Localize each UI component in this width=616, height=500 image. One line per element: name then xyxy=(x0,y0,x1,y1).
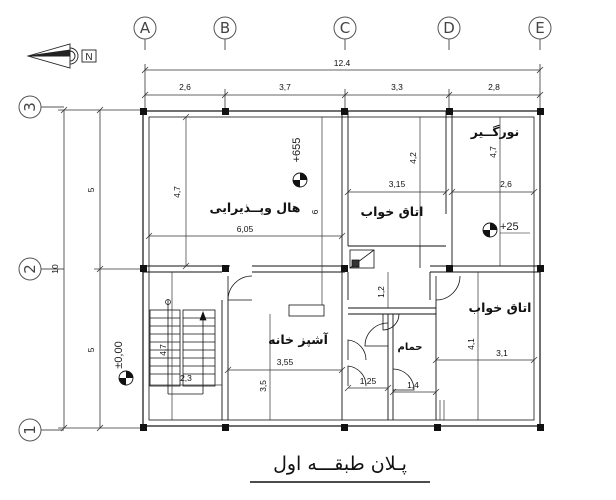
top-dimension-lines xyxy=(141,64,544,110)
overall-width-label: 12.4 xyxy=(334,58,351,68)
corridor-dim: 1,2 xyxy=(376,286,386,298)
room-label-bath: حمام xyxy=(398,342,423,353)
hall-width-dim: 6,05 xyxy=(237,224,254,234)
wall-6-dim: 6 xyxy=(310,209,320,214)
room-label-hall: هال وپــذیرایی xyxy=(210,200,301,215)
row-axes xyxy=(18,95,64,442)
bed2-width-dim: 3,1 xyxy=(496,348,508,358)
axis-label-e: E xyxy=(535,19,544,37)
axis-label-c: C xyxy=(340,19,350,37)
span-2-1-label: 5 xyxy=(86,347,96,352)
kitchen-width-dim: 3,55 xyxy=(277,357,294,367)
overall-height-label: 10 xyxy=(50,264,60,274)
span-c-d-label: 3,3 xyxy=(391,82,403,92)
axis-label-d: D xyxy=(443,19,455,37)
level-hall: +655 xyxy=(291,138,303,163)
kitchen-height-dim: 3,5 xyxy=(258,380,268,392)
north-label: N xyxy=(85,52,92,63)
room-label-bedroom2: اتاق خواب xyxy=(469,300,532,315)
kitchen-counter xyxy=(288,304,325,317)
door-swings xyxy=(227,246,461,391)
span-3-2-label: 5 xyxy=(86,187,96,192)
left-dimension-lines xyxy=(58,106,142,432)
room-label-terrace: نورگــیر xyxy=(470,124,519,139)
terrace-height-dim: 4,7 xyxy=(488,146,498,158)
axis-label-2: 2 xyxy=(21,264,39,274)
wc2-width-dim: 1,4 xyxy=(407,380,419,390)
service-shaft xyxy=(349,249,375,269)
terrace-width-dim: 2,6 xyxy=(500,179,512,189)
span-d-e-label: 2,8 xyxy=(488,82,500,92)
axis-label-1: 1 xyxy=(21,425,39,435)
room-label-kitchen: آشپز خانه xyxy=(268,332,328,347)
axis-label-a: A xyxy=(140,19,151,37)
north-arrow-icon xyxy=(26,43,97,69)
columns xyxy=(140,108,544,431)
axis-label-b: B xyxy=(220,19,230,37)
level-marker-stair-icon xyxy=(118,370,134,386)
span-b-c-label: 3,7 xyxy=(279,82,291,92)
plan-title: پـلان طبقـــه اول xyxy=(273,453,407,475)
axis-label-3: 3 xyxy=(21,102,39,112)
bed1-height-dim: 4,2 xyxy=(408,152,418,164)
level-stair: ±0,00 xyxy=(113,341,125,368)
wc1-width-dim: 1,25 xyxy=(360,376,377,386)
stair-treads xyxy=(150,299,215,395)
bed2-height-dim: 4,1 xyxy=(466,338,476,350)
stair-width-dim: 2,3 xyxy=(180,373,192,383)
level-marker-terrace-icon xyxy=(482,222,498,238)
window-lines xyxy=(439,400,445,420)
level-marker-hall-icon xyxy=(292,172,308,188)
stair-height-dim: 4,7 xyxy=(158,344,168,356)
hall-height-dim: 4,7 xyxy=(172,186,182,198)
interior-dimension-lines xyxy=(145,113,538,420)
column-axes xyxy=(133,16,552,50)
bed1-width-dim: 3,15 xyxy=(389,179,406,189)
room-label-bedroom1: اتاق خواب xyxy=(361,204,424,219)
level-terrace: +25 xyxy=(500,221,519,233)
span-a-b-label: 2,6 xyxy=(179,82,191,92)
